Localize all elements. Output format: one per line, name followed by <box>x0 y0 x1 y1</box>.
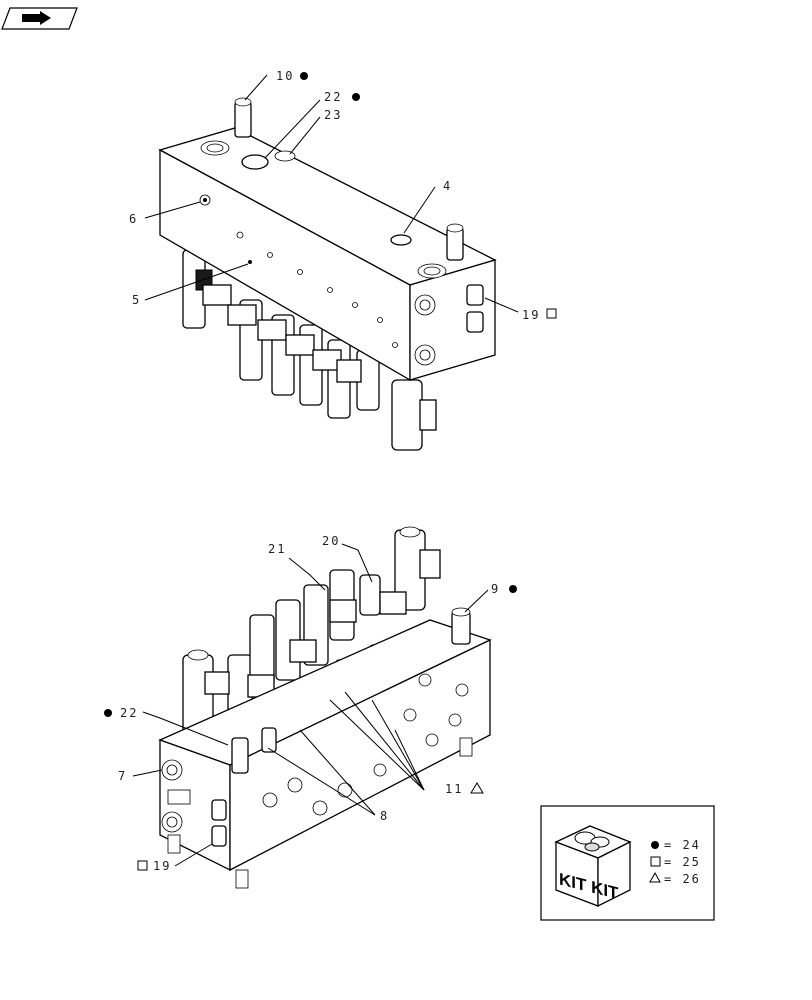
top-callouts: 10 22 23 4 6 5 19 <box>129 69 557 322</box>
plug-19b <box>211 799 227 821</box>
port-5 <box>248 260 252 264</box>
callout-19: 19 <box>153 859 171 873</box>
kit-legend-entry-26: = 26 <box>664 872 701 886</box>
kit-circle-icon <box>352 93 360 101</box>
callout-8: 8 <box>380 809 389 823</box>
kit-circle-icon <box>104 709 112 717</box>
fitting-10 <box>234 101 252 138</box>
callout-11: 11 <box>445 782 463 796</box>
bottom-block-front-face <box>229 638 491 872</box>
callout-5: 5 <box>132 293 141 307</box>
next-page-arrow-icon[interactable] <box>1 7 78 30</box>
kit-square-icon <box>546 308 557 319</box>
kit-circle-icon <box>651 841 659 849</box>
kit-circle-icon <box>509 585 517 593</box>
bottom-valve-block <box>158 526 492 889</box>
kit-square-icon <box>650 856 661 867</box>
kit-triangle-icon <box>470 782 484 794</box>
kit-legend-entry-24: = 24 <box>664 838 701 852</box>
callout-22: 22 <box>120 706 138 720</box>
kit-square-icon <box>137 860 148 871</box>
bottom-solenoids <box>182 526 441 736</box>
bottom-leaders <box>132 543 489 867</box>
kit-box-icon: KIT KIT <box>554 825 632 908</box>
kit-legend-entry-25: = 25 <box>664 855 701 869</box>
callout-4: 4 <box>443 179 452 193</box>
top-leaders <box>144 74 519 313</box>
plug-22 <box>241 154 269 170</box>
callout-6: 6 <box>129 212 138 226</box>
callout-20: 20 <box>322 534 340 548</box>
plug-19 <box>466 284 484 306</box>
plug-22b <box>231 737 249 774</box>
callout-10: 10 <box>276 69 294 83</box>
plug-4 <box>390 234 412 246</box>
callout-19: 19 <box>522 308 540 322</box>
kit-triangle-icon <box>649 871 661 883</box>
top-solenoids <box>182 249 437 451</box>
kit-legend: KIT KIT = 24 = 25 = 26 <box>540 805 715 921</box>
fitting-9 <box>451 611 471 645</box>
kit-circle-icon <box>300 72 308 80</box>
bottom-callouts: 21 20 9 22 7 11 8 19 <box>104 534 517 873</box>
callout-22: 22 <box>324 90 342 104</box>
callout-23: 23 <box>324 108 342 122</box>
seal-23 <box>274 150 296 162</box>
callout-21: 21 <box>268 542 286 556</box>
callout-7: 7 <box>118 769 127 783</box>
callout-9: 9 <box>491 582 500 596</box>
top-valve-block <box>158 97 497 451</box>
